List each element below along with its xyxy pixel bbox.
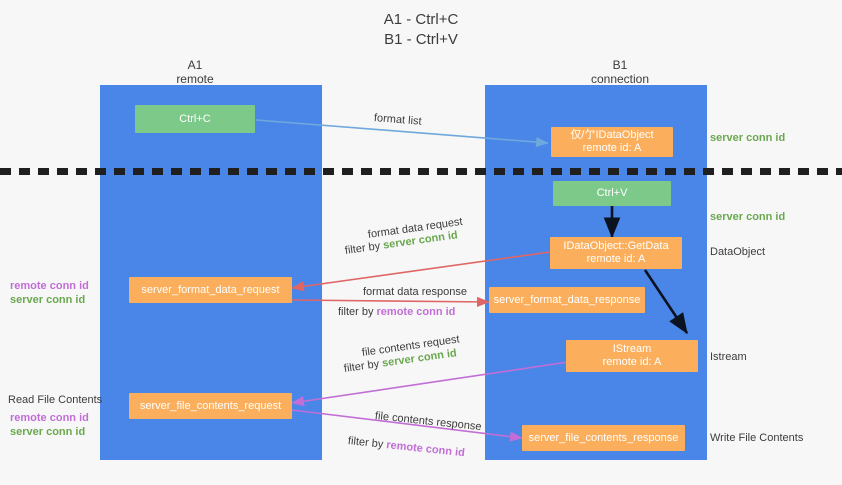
edge-filter-prefix-4: filter by [347, 435, 384, 451]
column-header-a1: A1 remote [125, 58, 265, 86]
label-dataobject: DataObject [710, 246, 766, 258]
node-ole-set-clipboard-remote-id: remote id: A [582, 142, 642, 154]
node-server-format-data-request[interactable]: server_format_data_request [129, 277, 292, 303]
column-b1-name: B1 [612, 58, 628, 72]
edge-filter-prefix-3: filter by [343, 358, 380, 375]
node-server-format-data-response[interactable]: server_format_data_response [489, 287, 645, 313]
column-a1-name: A1 [187, 58, 203, 72]
title-line-2: B1 - Ctrl+V [384, 31, 458, 48]
node-idataobject-getdata[interactable]: IDataObject::GetData remote id: A [550, 237, 682, 269]
label-server-conn-id-1: server conn id [10, 294, 86, 306]
node-idataobject-getdata-remote-id: remote id: A [586, 253, 646, 265]
label-server-conn-id-top: server conn id [710, 132, 786, 144]
edge-label-format-data-response: format data response [363, 286, 467, 298]
node-server-format-data-request-label: server_format_data_request [141, 283, 280, 296]
node-ctrl-v-label: Ctrl+V [596, 187, 628, 199]
label-istream: Istream [710, 351, 747, 363]
label-remote-conn-id-2: remote conn id [10, 412, 89, 424]
node-istream[interactable]: IStream remote id: A [566, 340, 698, 372]
node-ctrl-c-label: Ctrl+C [179, 112, 211, 125]
label-remote-conn-id-1: remote conn id [10, 280, 89, 292]
label-write-file-contents: Write File Contents [710, 432, 804, 444]
column-b1-sub: connection [590, 72, 650, 86]
label-read-file-contents: Read File Contents [8, 394, 103, 406]
edge-label-format-list: format list [373, 112, 423, 128]
node-ole-set-clipboard[interactable]: 仅/亇IDataObject remote id: A [551, 127, 673, 157]
edge-filter-prefix-2: filter by [338, 306, 374, 318]
title-line-1: A1 - Ctrl+C [383, 11, 459, 28]
edge-label-file-contents-response-filter: filter by remote conn id [347, 434, 465, 460]
label-server-conn-id-2: server conn id [10, 426, 86, 438]
column-header-b1: B1 connection [545, 58, 695, 86]
page-title: A1 - Ctrl+C B1 - Ctrl+V [0, 10, 842, 50]
column-a1-sub: remote [176, 72, 214, 86]
edge-label-file-contents-response: file contents response [374, 410, 483, 434]
node-ole-set-clipboard-label: 仅/亇IDataObject [570, 129, 654, 141]
node-server-file-contents-response-label: server_file_contents_response [528, 431, 679, 444]
edge-filter-value-2: remote conn id [376, 306, 456, 318]
node-idataobject-getdata-label: IDataObject::GetData [563, 240, 669, 252]
node-istream-remote-id: remote id: A [602, 356, 662, 368]
node-ctrl-c[interactable]: Ctrl+C [135, 105, 255, 133]
edge-label-format-data-response-filter: filter by remote conn id [338, 305, 455, 319]
node-server-file-contents-response[interactable]: server_file_contents_response [522, 425, 685, 451]
node-ctrl-v[interactable]: Ctrl+V [553, 181, 671, 206]
label-server-conn-id-mid: server conn id [710, 211, 786, 223]
node-server-format-data-response-label: server_format_data_response [493, 293, 641, 306]
node-server-file-contents-request[interactable]: server_file_contents_request [129, 393, 292, 419]
trust-boundary-dashed-line [0, 168, 842, 175]
edge-filter-value-4: remote conn id [385, 439, 466, 460]
node-istream-label: IStream [612, 343, 652, 355]
node-server-file-contents-request-label: server_file_contents_request [139, 399, 282, 412]
edge-filter-prefix-1: filter by [344, 240, 381, 257]
